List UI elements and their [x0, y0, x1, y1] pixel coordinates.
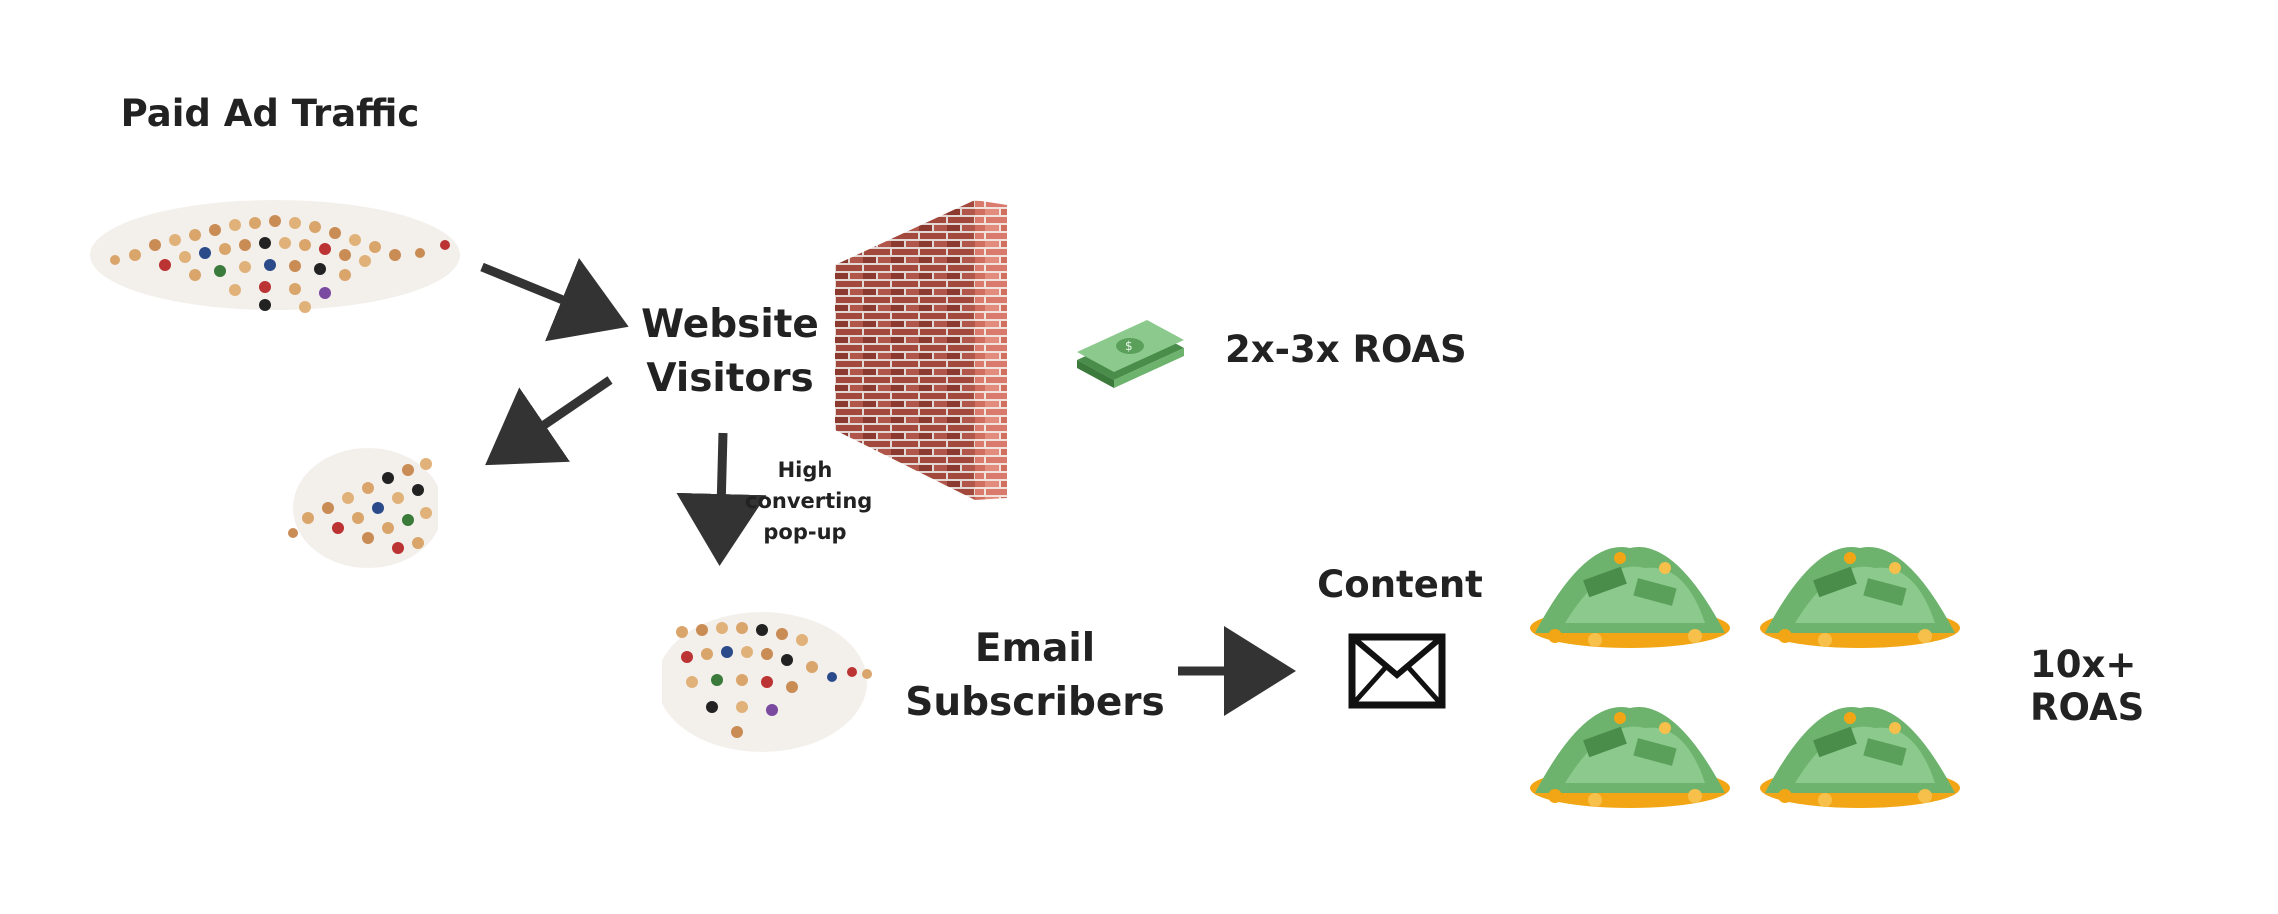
arrow-visitors-to-bounce — [485, 376, 613, 466]
email-subscribers-line2: Subscribers — [905, 680, 1165, 725]
money-pile-icon — [1525, 688, 1735, 813]
crowd-icon — [75, 145, 470, 335]
svg-text:$: $ — [1125, 339, 1133, 353]
popup-line3: pop-up — [763, 520, 847, 544]
envelope-icon — [1348, 633, 1446, 709]
email-subscribers-label: Email Subscribers — [905, 622, 1165, 730]
content-label: Content — [1317, 563, 1483, 606]
money-pile-icon — [1525, 528, 1735, 653]
website-visitors-line2: Visitors — [646, 356, 814, 401]
paid-ad-traffic-label: Paid Ad Traffic — [120, 92, 420, 135]
email-subscribers-line1: Email — [974, 626, 1096, 671]
popup-line1: High — [777, 458, 833, 482]
money-pile-icon — [1755, 688, 1965, 813]
popup-label: High converting pop-up — [745, 455, 873, 548]
website-visitors-label: Website Visitors — [620, 298, 840, 406]
crowd-icon — [258, 398, 438, 593]
dollar-bill-stack-icon: $ — [1072, 308, 1187, 390]
website-visitors-line1: Website — [641, 302, 819, 347]
crowd-icon — [662, 572, 884, 770]
money-pile-icon — [1755, 528, 1965, 653]
popup-line2: converting — [745, 489, 873, 513]
brick-wall-icon — [835, 200, 1010, 500]
arrow-visitors-to-subscribers — [676, 432, 767, 566]
arrow-traffic-to-visitors — [480, 257, 629, 342]
roas-high-label: 10x+ ROAS — [2030, 643, 2145, 729]
roas-low-label: 2x-3x ROAS — [1225, 328, 1467, 371]
